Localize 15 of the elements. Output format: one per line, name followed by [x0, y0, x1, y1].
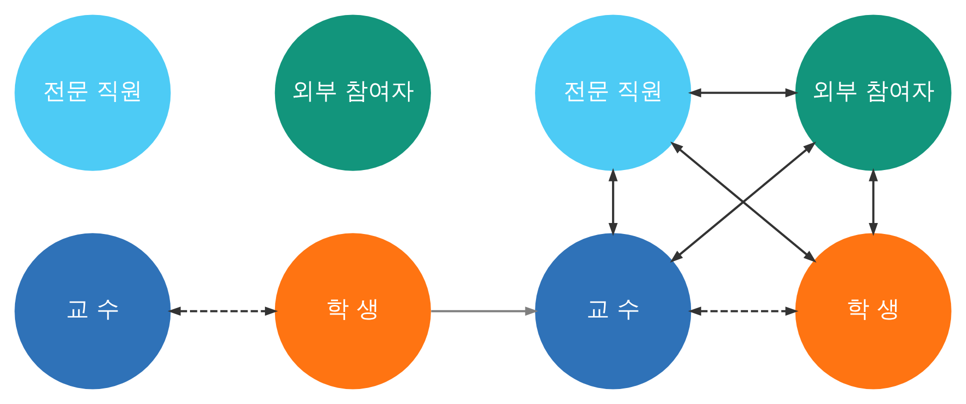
node-circle: 학 생 — [274, 233, 431, 390]
arrow — [688, 88, 798, 98]
node-circle: 전문 직원 — [535, 14, 692, 171]
arrow — [670, 142, 816, 263]
arrow — [688, 306, 798, 316]
node-circle: 외부 참여자 — [274, 14, 431, 171]
node-circle: 전문 직원 — [14, 14, 171, 171]
arrow — [868, 168, 878, 236]
arrow — [608, 168, 618, 236]
node-circle: 교 수 — [535, 233, 692, 390]
arrow — [168, 306, 278, 316]
node-circle: 외부 참여자 — [795, 14, 952, 171]
node-circle: 교 수 — [14, 233, 171, 390]
node-circle: 학 생 — [795, 233, 952, 390]
arrow — [431, 306, 538, 316]
